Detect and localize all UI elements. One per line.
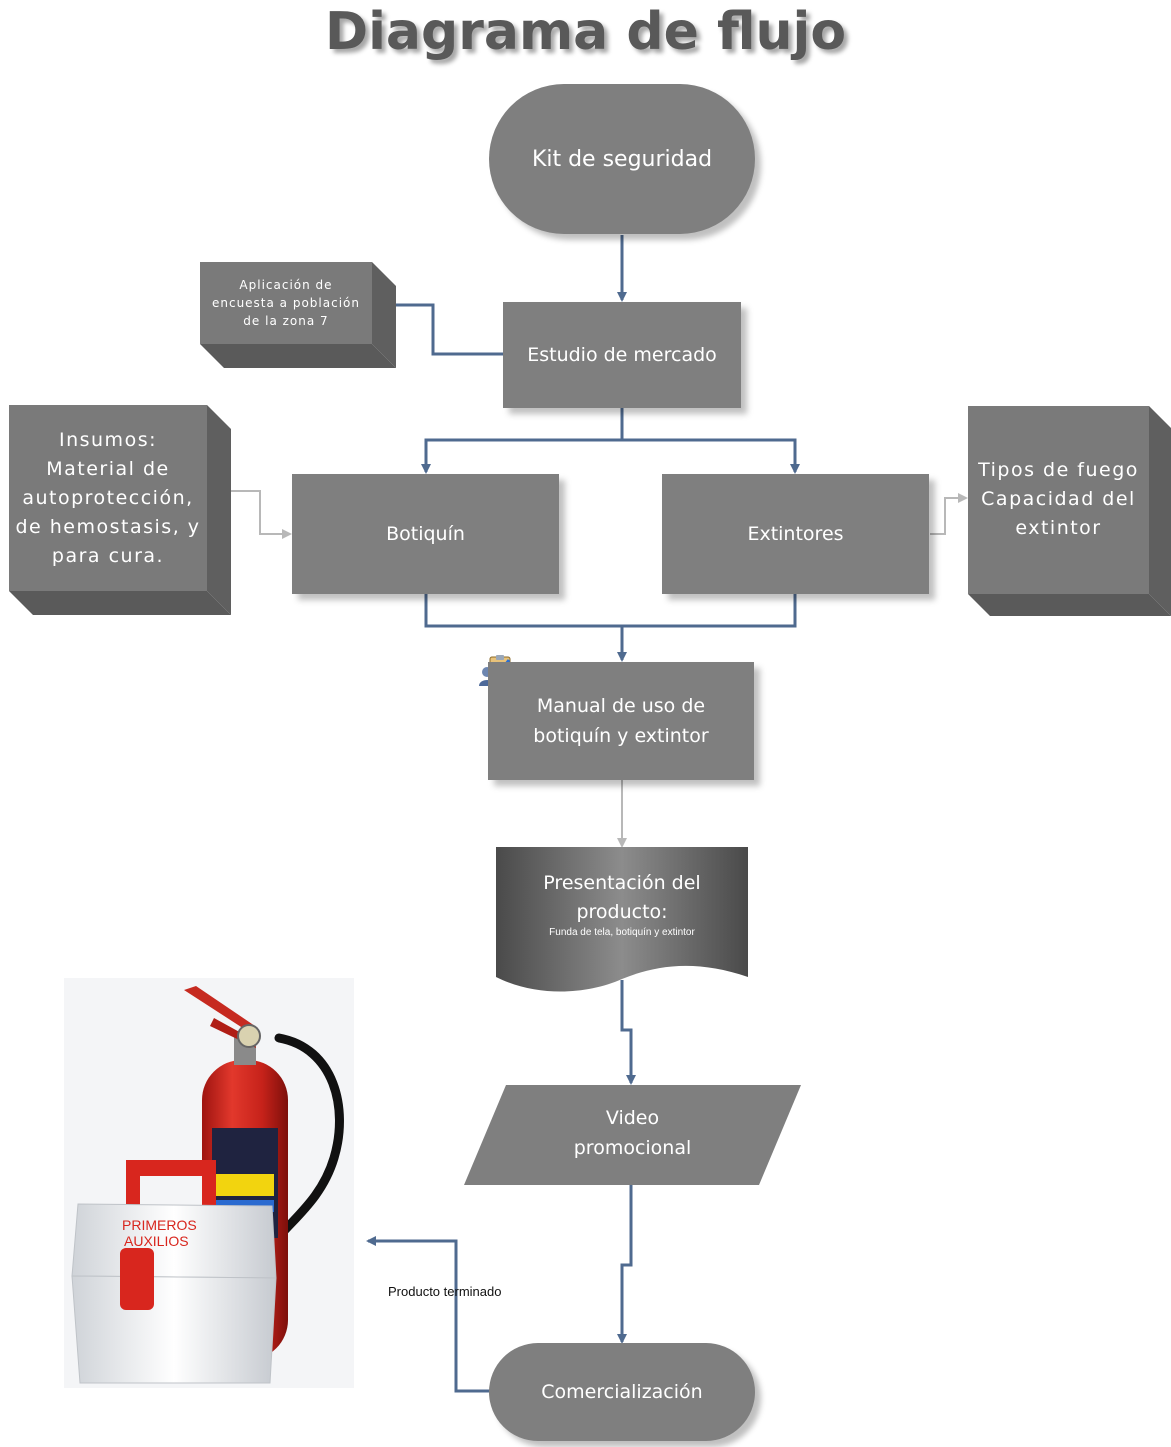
node-encuesta: Aplicación de encuesta a población de la… bbox=[200, 262, 396, 368]
edge-botiquin-manual bbox=[424, 594, 627, 662]
node-presentacion-title: Presentación del producto: bbox=[543, 872, 701, 923]
insumos-cube-shape bbox=[9, 405, 231, 615]
edge-comercializacion-photo bbox=[366, 1236, 490, 1393]
node-manual-de-uso: Manual de uso de botiquín y extintor bbox=[488, 662, 754, 780]
extinguisher-and-kit-illustration: PRIMEROS AUXILIOS bbox=[71, 986, 344, 1384]
node-extintores-label: Extintores bbox=[747, 523, 844, 545]
node-tipos-label: Tipos de fuego Capacidad del extintor bbox=[968, 406, 1149, 594]
node-estudio-label: Estudio de mercado bbox=[527, 344, 717, 366]
node-botiquin-label: Botiquín bbox=[386, 523, 465, 545]
kit-label-line1: PRIMEROS bbox=[122, 1217, 197, 1233]
edge-encuesta-estudio bbox=[395, 303, 503, 356]
node-kit-label: Kit de seguridad bbox=[531, 146, 713, 172]
node-encuesta-label: Aplicación de encuesta a población de la… bbox=[200, 262, 372, 344]
node-presentacion-del-producto: Presentación del producto: Funda de tela… bbox=[496, 847, 748, 997]
node-insumos: Insumos: Material de autoprotección, de … bbox=[9, 405, 231, 615]
node-botiquin: Botiquín bbox=[292, 474, 559, 594]
node-kit-de-seguridad: Kit de seguridad bbox=[489, 84, 755, 234]
node-video-label: Video promocional bbox=[573, 1107, 692, 1159]
node-estudio-de-mercado: Estudio de mercado bbox=[503, 302, 741, 408]
edge-estudio-extintores bbox=[622, 438, 800, 474]
edge-estudio-split bbox=[421, 408, 624, 474]
node-presentacion-subtitle: Funda de tela, botiquín y extintor bbox=[549, 927, 695, 938]
product-photo: PRIMEROS AUXILIOS bbox=[64, 978, 354, 1388]
edge-video-comercializacion bbox=[617, 1185, 633, 1344]
edge-extintores-tipos bbox=[930, 493, 968, 535]
node-tipos-de-fuego: Tipos de fuego Capacidad del extintor bbox=[968, 406, 1171, 616]
page-title: Diagrama de flujo bbox=[324, 2, 847, 62]
edge-presentacion-video bbox=[620, 980, 636, 1085]
node-comercializacion-label: Comercialización bbox=[541, 1381, 703, 1403]
document-shape bbox=[496, 847, 748, 992]
node-comercializacion: Comercialización bbox=[489, 1343, 755, 1441]
edge-label-producto-terminado: Producto terminado bbox=[388, 1284, 502, 1299]
edge-extintores-manual bbox=[622, 594, 797, 628]
node-insumos-label: Insumos: Material de autoprotección, de … bbox=[9, 405, 207, 591]
node-video-promocional: Video promocional bbox=[464, 1085, 801, 1185]
tipos-cube-shape bbox=[968, 406, 1171, 616]
encuesta-cube-shape bbox=[200, 262, 396, 368]
node-extintores: Extintores bbox=[662, 474, 929, 594]
node-manual-label: Manual de uso de botiquín y extintor bbox=[533, 695, 709, 747]
parallelogram-shape bbox=[464, 1085, 801, 1185]
kit-label-line2: AUXILIOS bbox=[124, 1233, 189, 1249]
